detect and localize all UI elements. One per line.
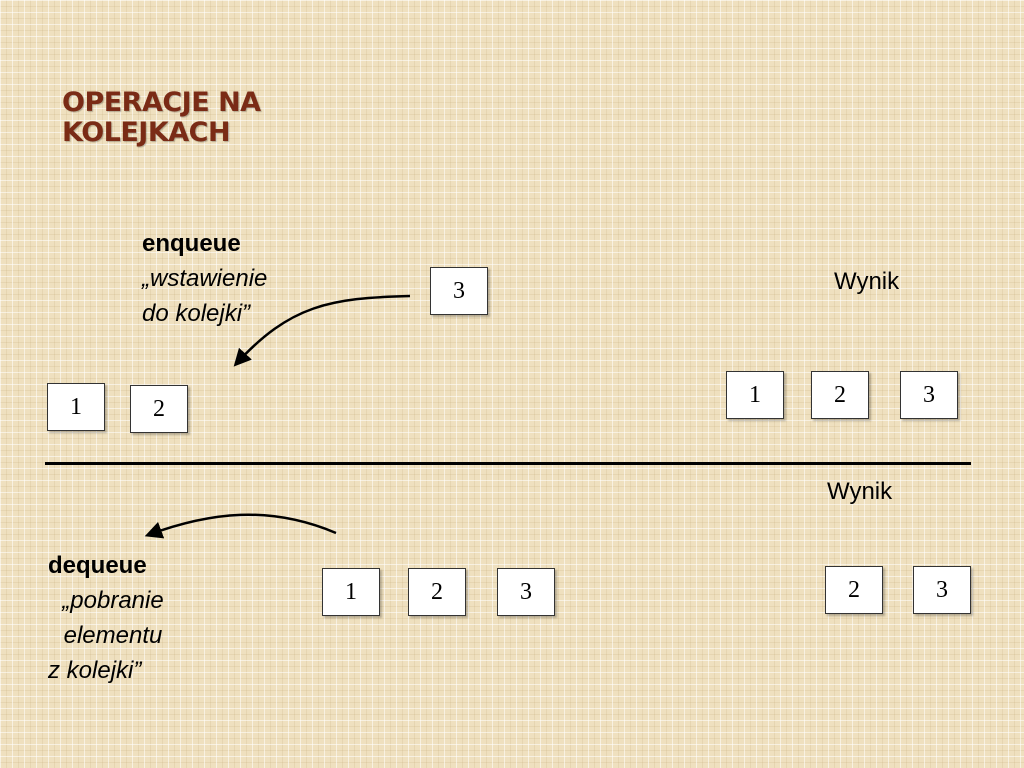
enqueue-arrow [233, 294, 411, 367]
dequeue-result-label: Wynik [827, 478, 893, 505]
enqueue-result-box-3: 3 [900, 371, 958, 419]
enqueue-incoming-box: 3 [430, 267, 488, 315]
enqueue-op-name: enqueue [142, 230, 241, 257]
slide-title-line1: OPERACJE NA [62, 87, 261, 118]
dequeue-desc-line3: z kolejki” [48, 657, 142, 684]
enqueue-queue-box-1: 1 [47, 383, 105, 431]
dequeue-arrow [144, 513, 337, 539]
slide-title: OPERACJE NA KOLEJKACH [62, 88, 261, 148]
dequeue-op-name: dequeue [48, 552, 147, 579]
enqueue-queue-box-2: 2 [130, 385, 188, 433]
dequeue-result-box-2: 3 [913, 566, 971, 614]
dequeue-queue-box-3: 3 [497, 568, 555, 616]
enqueue-result-label: Wynik [834, 268, 900, 295]
slide-title-line2: KOLEJKACH [62, 117, 231, 148]
enqueue-desc-line1: „wstawienie [142, 265, 268, 292]
dequeue-label: dequeue „pobranie elementu z kolejki” [38, 548, 188, 688]
dequeue-queue-box-2: 2 [408, 568, 466, 616]
dequeue-queue-box-1: 1 [322, 568, 380, 616]
enqueue-result-box-2: 2 [811, 371, 869, 419]
dequeue-result-box-1: 2 [825, 566, 883, 614]
section-divider [45, 462, 971, 465]
dequeue-desc-line2: elementu [63, 622, 163, 649]
dequeue-desc-line1: „pobranie [62, 587, 164, 614]
enqueue-label: enqueue „wstawienie do kolejki” [142, 226, 267, 331]
enqueue-desc-line2: do kolejki” [142, 300, 251, 327]
enqueue-result-box-1: 1 [726, 371, 784, 419]
